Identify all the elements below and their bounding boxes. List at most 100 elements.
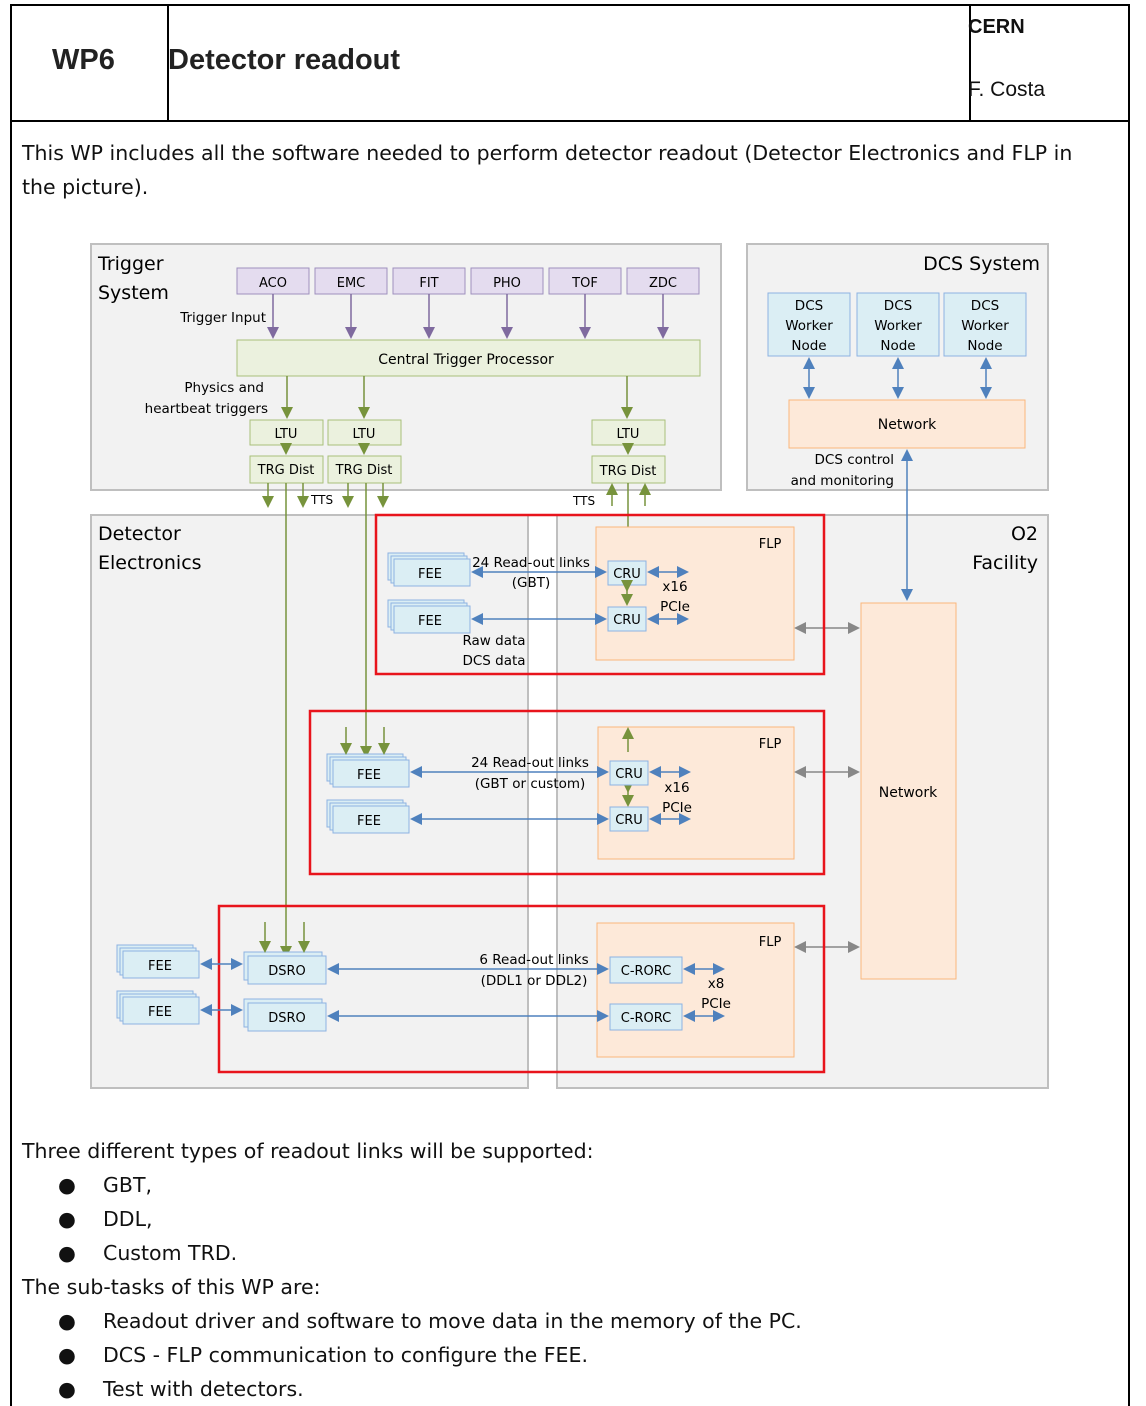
central-trigger-processor — [236, 339, 701, 377]
bullet-icon: ● — [58, 1309, 76, 1333]
tts-label-2: TTS — [572, 494, 595, 508]
trg-dist-1-label: TRG Dist — [257, 463, 315, 478]
g3-fee-2-label: FEE — [148, 1005, 172, 1020]
header-table — [10, 4, 1130, 122]
trigger-input-emc-label: EMC — [337, 276, 366, 291]
wp-cell — [12, 6, 169, 120]
g3-fee-1-box — [122, 950, 200, 979]
trigger-input-zdc — [626, 267, 700, 295]
flp-network-arrows — [794, 622, 860, 953]
trg-dist-2 — [327, 455, 402, 484]
trg-dist-3 — [591, 455, 666, 484]
trigger-input-zdc-label: ZDC — [649, 276, 677, 291]
ltu-3 — [591, 419, 666, 446]
bullet-icon: ● — [58, 1241, 76, 1265]
dcs-worker-node-3: DCS Worker Node — [943, 292, 1027, 357]
dcs-node-2-line2: Worker — [874, 318, 922, 334]
readout-diagram: Trigger System DCS System Detector Elect… — [90, 243, 1049, 1089]
g3-pcie: PCIe — [701, 996, 731, 1012]
g3-fee-1-label: FEE — [148, 959, 172, 974]
intro-paragraph: This WP includes all the software needed… — [22, 141, 1073, 199]
link-item: ●GBT, — [58, 1168, 152, 1202]
trg-dist-1 — [249, 455, 324, 484]
trigger-system-label-1: Trigger — [97, 253, 164, 275]
dcs-node-1-line3: Node — [791, 338, 826, 354]
g2-trigger-arrows — [340, 727, 634, 807]
g1-fee-1: FEE — [387, 552, 471, 587]
g2-pcie: PCIe — [662, 800, 692, 816]
g1-x16: x16 — [662, 579, 687, 595]
dcs-control-label-1: DCS control — [815, 452, 894, 468]
g3-dsro-2-box — [247, 1002, 327, 1032]
g1-pcie: PCIe — [660, 599, 690, 615]
readout-group-1-frame — [374, 513, 826, 676]
trigger-input-arrows — [267, 294, 669, 339]
link-item-text: DDL, — [103, 1207, 153, 1231]
g1-cru-2 — [607, 606, 647, 632]
author: F. Costa — [968, 78, 1046, 101]
link-item-text: Custom TRD. — [103, 1241, 238, 1265]
subtask-item: ● DCS - FLP communication to configure th… — [58, 1338, 588, 1372]
g1-fee-1-label: FEE — [418, 567, 442, 582]
g3-crorc-1 — [609, 956, 683, 984]
dcs-data-label: DCS data — [462, 653, 525, 669]
flp-3 — [596, 922, 795, 1058]
dcs-network-label: Network — [878, 417, 937, 433]
g1-cru-1-label: CRU — [613, 567, 641, 582]
subtasks-intro: The sub-tasks of this WP are: — [22, 1275, 321, 1299]
flp-3-label: FLP — [759, 935, 782, 950]
g3-link-arrows — [200, 958, 725, 1022]
dcs-worker-node-1: DCS Worker Node — [767, 292, 851, 357]
page-title: Detector readout — [168, 44, 401, 76]
g3-fee-2: FEE — [116, 990, 200, 1025]
physics-triggers-label-1: Physics and — [184, 380, 264, 396]
dcs-node-3-line1: DCS — [971, 298, 999, 314]
physics-triggers-label-2: heartbeat triggers — [145, 401, 268, 417]
g2-fee-2-label: FEE — [357, 814, 381, 829]
g1-fee-2-box — [393, 605, 471, 634]
dcs-node-2-line1: DCS — [884, 298, 912, 314]
ctp-to-ltu-arrows — [281, 376, 633, 419]
bullet-icon: ● — [58, 1343, 76, 1367]
dcs-system-label: DCS System — [923, 253, 1040, 275]
ltu-to-trg-arrows — [280, 443, 634, 455]
dcs-node-1-box — [767, 292, 851, 357]
g1-fee-1-box — [393, 558, 471, 587]
subtask-item-text: DCS - FLP communication to configure the… — [103, 1343, 588, 1367]
dcs-node-2-line3: Node — [880, 338, 915, 354]
link-item: ● Custom TRD. — [58, 1236, 237, 1270]
raw-data-label: Raw data — [462, 633, 525, 649]
trigger-input-pho-label: PHO — [493, 276, 521, 291]
g2-link-arrows — [410, 766, 691, 825]
tts-label-1: TTS — [310, 493, 333, 507]
detector-electronics-label-1: Detector — [98, 523, 181, 545]
dcs-network — [788, 399, 1026, 449]
g2-cru-1 — [609, 760, 649, 786]
trigger-input-fit-label: FIT — [419, 276, 438, 291]
trigger-input-aco — [236, 267, 310, 295]
g2-links-label-2: (GBT or custom) — [475, 776, 586, 792]
g2-cru-2-label: CRU — [615, 813, 643, 828]
trigger-input-fit — [392, 267, 466, 295]
o2-network-label: Network — [879, 785, 938, 801]
g1-link-arrows — [471, 566, 689, 625]
g3-fee-2-box — [122, 996, 200, 1025]
ltu-3-label: LTU — [617, 427, 640, 442]
detector-electronics-label-2: Electronics — [98, 552, 202, 574]
dcs-node-arrows — [803, 357, 992, 399]
trg-dist-2-label: TRG Dist — [335, 463, 393, 478]
subtask-item: ●Readout driver and software to move dat… — [58, 1304, 802, 1338]
g2-links-label-1: 24 Read-out links — [471, 755, 589, 771]
bullet-icon: ● — [58, 1377, 76, 1401]
links-intro: Three different types of readout links w… — [22, 1139, 594, 1163]
g1-links-label-2: (GBT) — [512, 575, 551, 591]
trigger-input-aco-label: ACO — [259, 276, 287, 291]
g2-cru-1-label: CRU — [615, 767, 643, 782]
readout-group-2-frame — [308, 709, 826, 876]
organization: CERN — [968, 16, 1025, 38]
bullet-icon: ● — [58, 1207, 76, 1231]
g1-cru-2-label: CRU — [613, 613, 641, 628]
o2-facility-label-1: O2 — [1011, 523, 1038, 545]
g3-crorc-2-label: C-RORC — [621, 1011, 672, 1026]
g3-links-label-1: 6 Read-out links — [479, 952, 588, 968]
